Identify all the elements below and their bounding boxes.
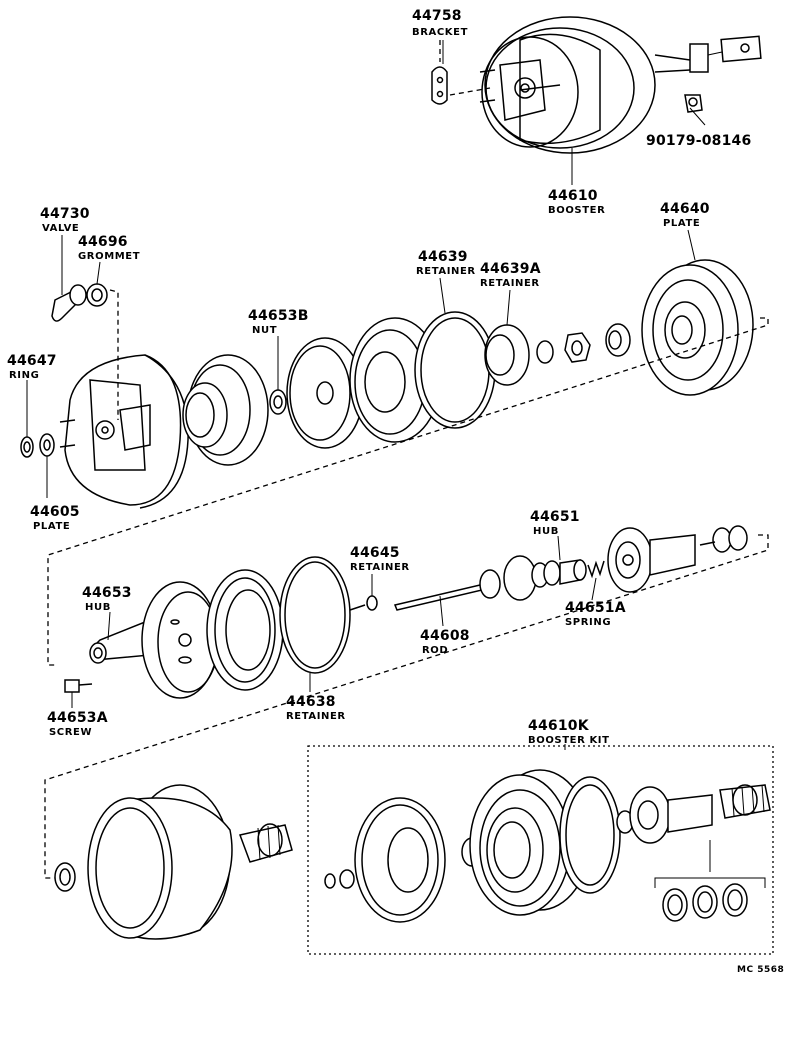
rear-seal-drawing <box>54 862 76 892</box>
label-44653b: 44653B NUT <box>248 308 309 336</box>
part-name: RETAINER <box>286 711 346 722</box>
part-name: HUB <box>533 526 559 537</box>
nut-44653b-part <box>269 389 287 415</box>
part-name: RETAINER <box>480 278 540 289</box>
bracket-part <box>431 66 448 105</box>
ring-part <box>20 436 34 458</box>
retainer-44639-part <box>414 311 496 429</box>
grommet-part <box>86 283 108 307</box>
diaphragm-assembly-drawing <box>182 354 269 466</box>
front-shell-drawing <box>59 354 189 509</box>
booster-assembly-drawing <box>431 16 762 154</box>
rear-shell-drawing <box>87 784 233 940</box>
label-44638: 44638 RETAINER <box>286 694 346 722</box>
part-number: 44653B <box>248 308 309 324</box>
label-44608: 44608 ROD <box>420 628 470 656</box>
label-44639a: 44639A RETAINER <box>480 261 541 289</box>
plate-44640-part <box>641 259 754 396</box>
leader-lines <box>26 40 706 708</box>
label-44639: 44639 RETAINER <box>416 249 476 277</box>
part-number: 90179-08146 <box>646 133 751 149</box>
part-name: SCREW <box>49 727 92 738</box>
label-44610k: 44610K BOOSTER KIT <box>528 718 610 746</box>
spring-44651a-part <box>587 560 605 579</box>
part-number: 44730 <box>40 206 90 222</box>
hub-44651-part <box>607 527 696 593</box>
part-number: 44696 <box>78 234 128 250</box>
part-name: HUB <box>85 602 111 613</box>
label-44647: 44647 RING <box>7 353 57 381</box>
part-number: 44608 <box>420 628 470 644</box>
valve-body-drawing <box>503 555 587 601</box>
part-name: RETAINER <box>350 562 410 573</box>
part-number: 44610K <box>528 718 590 734</box>
part-name: SPRING <box>565 617 611 628</box>
seal-part <box>605 323 631 357</box>
booster-kit-parts-drawing <box>324 769 771 923</box>
hub-disc-drawing <box>141 581 219 699</box>
part-name: VALVE <box>42 223 79 234</box>
part-number: 44638 <box>286 694 336 710</box>
label-44605: 44605 PLATE <box>30 504 80 532</box>
part-number: 44645 <box>350 545 400 561</box>
part-name: PLATE <box>663 218 700 229</box>
diaphragm-44638-drawing <box>206 569 284 691</box>
part-number: 44605 <box>30 504 80 520</box>
part-name: GROMMET <box>78 251 140 262</box>
part-name: RING <box>9 370 39 381</box>
label-44640: 44640 PLATE <box>660 201 710 229</box>
part-number: 44758 <box>412 8 462 24</box>
part-number: 44653 <box>82 585 132 601</box>
part-number: 44651 <box>530 509 580 525</box>
nut-part <box>564 332 591 363</box>
label-44696: 44696 GROMMET <box>78 234 140 262</box>
rod-44608-part <box>393 569 501 611</box>
label-44651a: 44651A SPRING <box>565 600 626 628</box>
label-44651: 44651 HUB <box>530 509 580 537</box>
part-number: 44640 <box>660 201 710 217</box>
screw-44653a-part <box>64 679 93 693</box>
part-name: NUT <box>252 325 277 336</box>
valve-part <box>51 284 87 322</box>
label-44730: 44730 VALVE <box>40 206 90 234</box>
label-44610: 44610 BOOSTER <box>548 188 605 216</box>
part-name: BRACKET <box>412 27 468 38</box>
part-number: 44639 <box>418 249 468 265</box>
label-44645: 44645 RETAINER <box>350 545 410 573</box>
drawing-code: MC 5568 <box>737 965 784 975</box>
rear-boot-drawing <box>238 823 293 863</box>
label-44758: 44758 BRACKET <box>412 8 468 38</box>
hub-44653-part <box>89 618 151 664</box>
part-name: BOOSTER <box>548 205 605 216</box>
part-name: BOOSTER KIT <box>528 735 610 746</box>
part-number: 44610 <box>548 188 598 204</box>
hub-seals-drawing <box>699 525 748 553</box>
plate-44605-part <box>39 433 55 457</box>
part-number: 44651A <box>565 600 626 616</box>
label-44653a: 44653A SCREW <box>47 710 108 738</box>
retainer-44639a-part <box>484 324 530 386</box>
retainer-44638-part <box>279 556 351 674</box>
label-44653: 44653 HUB <box>82 585 132 613</box>
part-name: ROD <box>422 645 448 656</box>
label-90179: 90179-08146 <box>646 133 751 149</box>
part-number: 44647 <box>7 353 57 369</box>
part-name: RETAINER <box>416 266 476 277</box>
part-name: PLATE <box>33 521 70 532</box>
booster-kit-frame <box>307 745 774 955</box>
part-number: 44653A <box>47 710 108 726</box>
retainer-44645-part <box>349 595 378 611</box>
seal-ring-part <box>536 340 554 364</box>
part-number: 44639A <box>480 261 541 277</box>
